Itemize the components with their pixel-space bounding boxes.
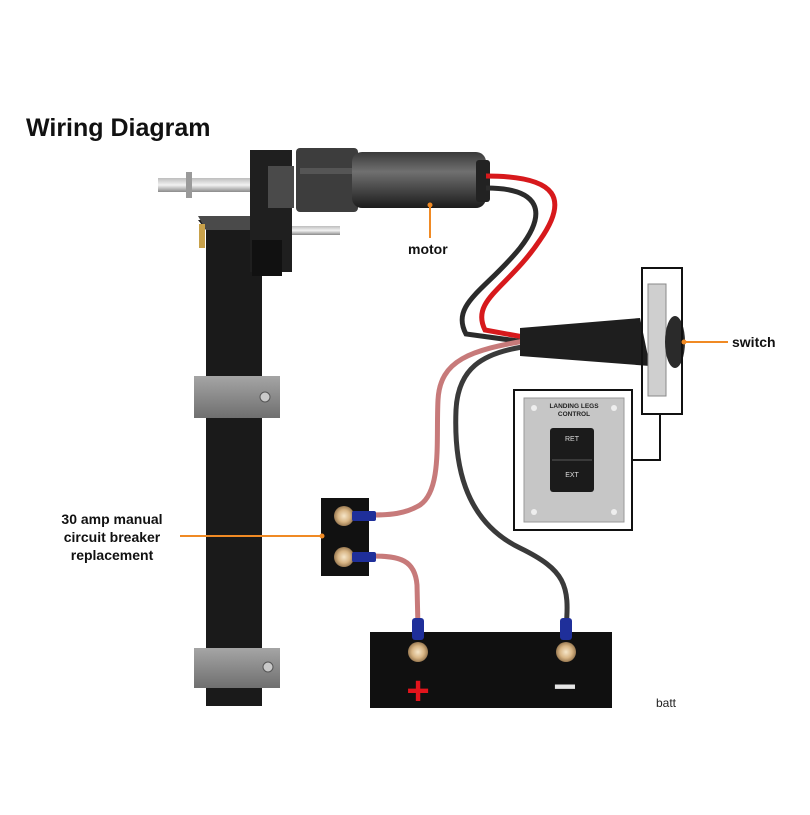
breaker-label-line1: 30 amp manual	[61, 511, 163, 527]
leg-clamp-lower	[194, 648, 280, 688]
bolt-icon	[199, 224, 205, 248]
motor-positive-wire	[479, 173, 558, 343]
negative-symbol: −	[553, 665, 576, 709]
switch-to-breaker-wire	[371, 337, 531, 518]
landing-leg	[198, 216, 262, 706]
positive-symbol: +	[406, 669, 429, 713]
breaker-label-line3: replacement	[70, 547, 154, 563]
control-panel	[513, 389, 633, 531]
motor-negative-wire	[459, 185, 541, 347]
circuit-breaker[interactable]	[321, 498, 376, 576]
battery-positive-terminal	[408, 642, 428, 662]
battery-negative-terminal	[556, 642, 576, 662]
leg-clamp-upper	[194, 376, 280, 418]
motor	[158, 148, 490, 276]
control-panel-title: LANDING LEGS CONTROL	[534, 403, 614, 419]
switch-to-battery-negative-wire	[453, 343, 570, 629]
breaker-terminal-1	[334, 506, 354, 526]
switch	[520, 267, 685, 461]
motor-label: motor	[408, 241, 448, 257]
battery-label: batt	[656, 696, 677, 710]
switch-label: switch	[732, 334, 776, 350]
rocker-ret-label: RET	[565, 436, 579, 443]
wiring	[371, 173, 570, 629]
battery: + −	[370, 618, 612, 713]
control-panel-title-line2: CONTROL	[557, 411, 591, 418]
breaker-label: 30 amp manual circuit breaker replacemen…	[42, 510, 182, 564]
breaker-to-battery-positive-wire	[371, 553, 421, 629]
callouts	[180, 202, 728, 539]
rocker-ext-label: EXT	[565, 472, 579, 479]
control-panel-title-line1: LANDING LEGS	[549, 403, 599, 410]
breaker-terminal-2	[334, 547, 354, 567]
breaker-label-line2: circuit breaker	[63, 529, 161, 545]
diagram-title: Wiring Diagram	[26, 114, 211, 142]
